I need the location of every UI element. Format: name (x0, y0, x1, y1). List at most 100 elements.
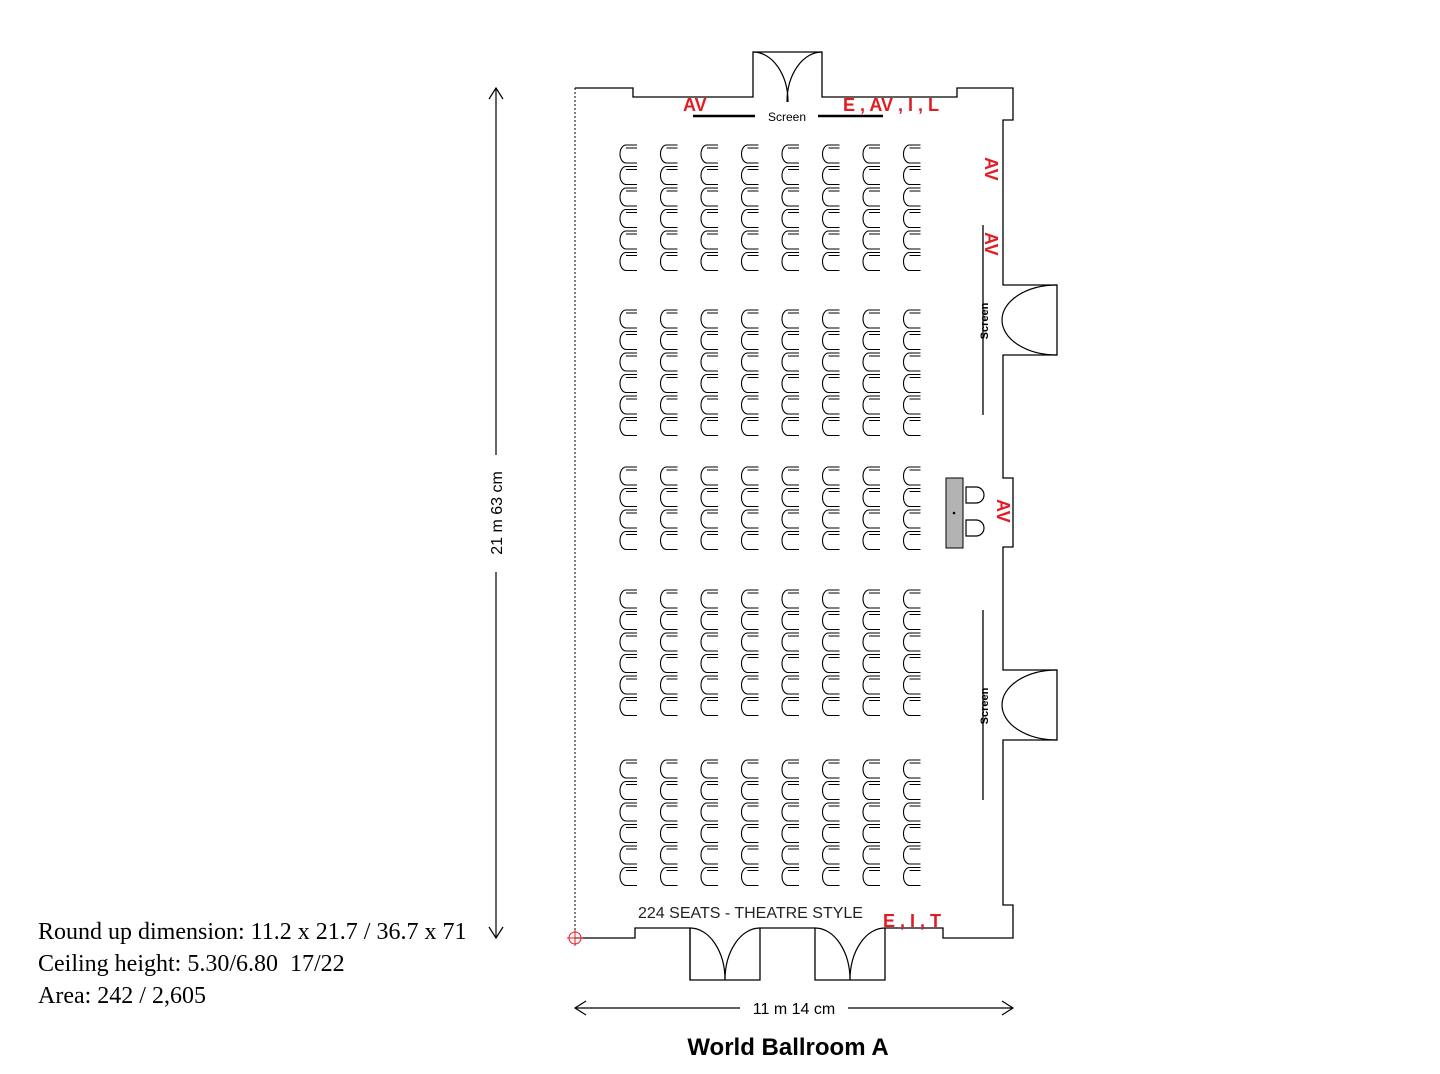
right-door-lower (1001, 669, 1058, 741)
seat (659, 208, 678, 229)
seat (619, 866, 637, 887)
seat (700, 373, 718, 394)
seat (902, 759, 921, 779)
seat (902, 509, 921, 529)
seat (659, 165, 678, 186)
seat (902, 165, 921, 186)
seat (902, 309, 921, 329)
seat (659, 610, 678, 631)
seat (902, 866, 921, 887)
seat (781, 352, 799, 372)
seat (619, 416, 637, 437)
seat (659, 589, 678, 609)
seat (902, 395, 921, 415)
seat (781, 780, 799, 801)
seat (781, 610, 799, 631)
seat (781, 675, 799, 695)
seat (740, 866, 759, 887)
seat (862, 509, 880, 529)
seat (902, 530, 921, 551)
seat (862, 230, 880, 250)
seat (619, 330, 637, 351)
seat (781, 487, 799, 508)
seat (659, 373, 678, 394)
seat (862, 610, 880, 631)
width-label: 11 m 14 cm (753, 1001, 835, 1018)
seat (821, 845, 840, 865)
seat (821, 309, 840, 329)
seat (740, 309, 759, 329)
seat (700, 230, 718, 250)
seat (821, 866, 840, 887)
seat (700, 845, 718, 865)
seat (862, 251, 880, 272)
seat (781, 187, 799, 207)
av-label-right-3: AV (993, 499, 1013, 523)
seat (902, 373, 921, 394)
seat (781, 208, 799, 229)
seat (902, 330, 921, 351)
seat (659, 530, 678, 551)
seat (862, 866, 880, 887)
seat (619, 352, 637, 372)
seat (740, 352, 759, 372)
seat (821, 509, 840, 529)
seat (902, 144, 921, 164)
seat (902, 208, 921, 229)
seat (902, 352, 921, 372)
seat (821, 632, 840, 652)
av-label-right-1: AV (981, 157, 1001, 181)
length-dimension (488, 86, 504, 940)
seat (821, 675, 840, 695)
seat (902, 251, 921, 272)
seat (902, 780, 921, 801)
seat (619, 395, 637, 415)
seat (700, 416, 718, 437)
seat (902, 653, 921, 674)
seat (781, 416, 799, 437)
seat (619, 653, 637, 674)
seat (821, 759, 840, 779)
seat (700, 780, 718, 801)
seat (700, 802, 718, 822)
seat (659, 309, 678, 329)
seat (619, 780, 637, 801)
seat (700, 866, 718, 887)
seat (740, 466, 759, 486)
seat (659, 675, 678, 695)
seat (659, 251, 678, 272)
seat (902, 675, 921, 695)
seat (781, 509, 799, 529)
seat (781, 144, 799, 164)
seat (700, 466, 718, 486)
seat (821, 696, 840, 717)
seat (821, 395, 840, 415)
seat (659, 823, 678, 844)
seat (821, 416, 840, 437)
seat (862, 802, 880, 822)
seat (740, 395, 759, 415)
dimension-info: Round up dimension: 11.2 x 21.7 / 36.7 x… (38, 919, 467, 945)
seat (740, 487, 759, 508)
seat (902, 589, 921, 609)
seat (700, 208, 718, 229)
seat (659, 845, 678, 865)
seat (862, 530, 880, 551)
ceiling-info: Ceiling height: 5.30/6.80 17/22 (38, 951, 345, 977)
seat (659, 780, 678, 801)
seat (659, 509, 678, 529)
seat (781, 802, 799, 822)
seat (862, 823, 880, 844)
seat (700, 675, 718, 695)
seat (659, 466, 678, 486)
seat (740, 509, 759, 529)
width-dimension (573, 1000, 1015, 1016)
seat (619, 509, 637, 529)
seat (700, 309, 718, 329)
seat (700, 530, 718, 551)
seat (659, 395, 678, 415)
reference-marker (567, 930, 583, 946)
seat (902, 487, 921, 508)
seat (740, 589, 759, 609)
seat (862, 395, 880, 415)
